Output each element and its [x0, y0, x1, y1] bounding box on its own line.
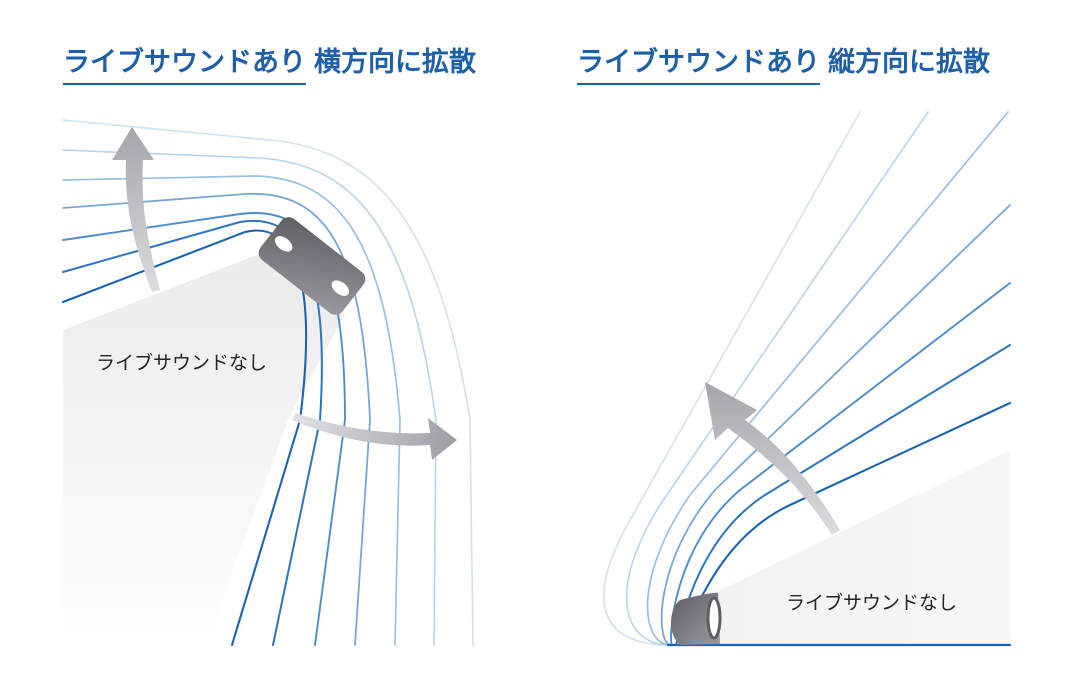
right-speaker-icon [671, 592, 722, 645]
right-panel [603, 111, 1012, 647]
left-panel-title: ライブサウンドあり横方向に拡散 [63, 40, 476, 85]
right-title-rest: 縦方向に拡散 [828, 47, 990, 78]
left-panel [61, 119, 474, 660]
right-up-arrow-icon [705, 382, 840, 535]
left-speaker-icon [258, 217, 366, 315]
left-label-without-live-sound: ライブサウンドなし [96, 352, 268, 374]
left-right-arrow-icon [292, 413, 457, 460]
left-beam-without-live-sound [63, 250, 345, 660]
right-title-highlight: ライブサウンドあり [577, 40, 820, 85]
left-title-highlight: ライブサウンドあり [63, 40, 306, 85]
right-panel-title: ライブサウンドあり縦方向に拡散 [577, 40, 990, 85]
left-title-rest: 横方向に拡散 [314, 47, 476, 78]
left-up-arrow-icon [112, 127, 160, 292]
right-label-without-live-sound: ライブサウンドなし [786, 592, 958, 614]
right-beam-without-live-sound [700, 450, 1010, 645]
